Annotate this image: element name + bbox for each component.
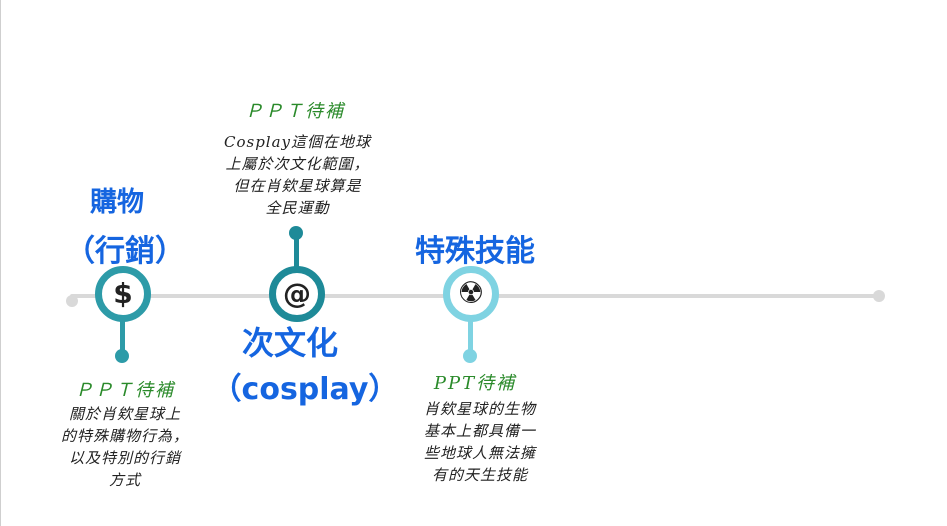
node2-title-line1: 次文化 [241, 324, 338, 362]
node3-note-line: 肖欸星球的生物 [423, 400, 536, 418]
dollar-icon: $ [113, 277, 133, 310]
node3-note-head: PPT待補 [433, 373, 517, 394]
node1-note-line: 關於肖欸星球上 [68, 405, 181, 423]
node3-circle[interactable]: ☢ [443, 266, 499, 322]
node3-stem-dot [463, 349, 477, 363]
node1-stem-dot [115, 349, 129, 363]
node1-note-body: 關於肖欸星球上 的特殊購物行為， 以及特別的行銷 方式 [35, 403, 215, 491]
at-sign-icon: @ [283, 277, 311, 310]
radiation-icon: ☢ [457, 276, 485, 311]
node1-circle[interactable]: $ [95, 266, 151, 322]
node2-note-line: Cosplay這個在地球 [223, 133, 372, 151]
node3-note-body: 肖欸星球的生物 基本上都具備一 些地球人無法擁 有的天生技能 [395, 398, 565, 486]
node2-title-line2: （cosplay） [211, 372, 399, 407]
node3-note-line: 些地球人無法擁 [423, 444, 536, 462]
node1-stem [120, 318, 125, 358]
timeline-end-dot [873, 290, 885, 302]
node2-note-head: ＰＰＴ待補 [245, 101, 345, 122]
node2-note-line: 上屬於次文化範圍， [225, 155, 370, 173]
node2-note-line: 但在肖欸星球算是 [233, 177, 362, 195]
node3-note-line: 基本上都具備一 [423, 422, 536, 440]
node2-stem-dot [289, 226, 303, 240]
node2-note-line: 全民運動 [265, 199, 330, 217]
node1-note-line: 的特殊購物行為， [60, 427, 189, 445]
slide-left-border [0, 0, 1, 526]
node2-stem [294, 234, 299, 272]
node1-note-head: ＰＰＴ待補 [75, 380, 175, 401]
node1-note-line: 方式 [108, 471, 141, 489]
node2-circle[interactable]: @ [269, 266, 325, 322]
node3-stem [468, 318, 473, 354]
node3-note-line: 有的天生技能 [431, 466, 528, 484]
node2-note-body: Cosplay這個在地球 上屬於次文化範圍， 但在肖欸星球算是 全民運動 [200, 131, 395, 219]
node1-title-line1: 購物 [90, 187, 144, 218]
timeline-start-dot [66, 295, 78, 307]
node1-note-line: 以及特別的行銷 [68, 449, 181, 467]
node1-title-line2: （行銷） [65, 234, 185, 269]
node3-title: 特殊技能 [415, 234, 535, 269]
